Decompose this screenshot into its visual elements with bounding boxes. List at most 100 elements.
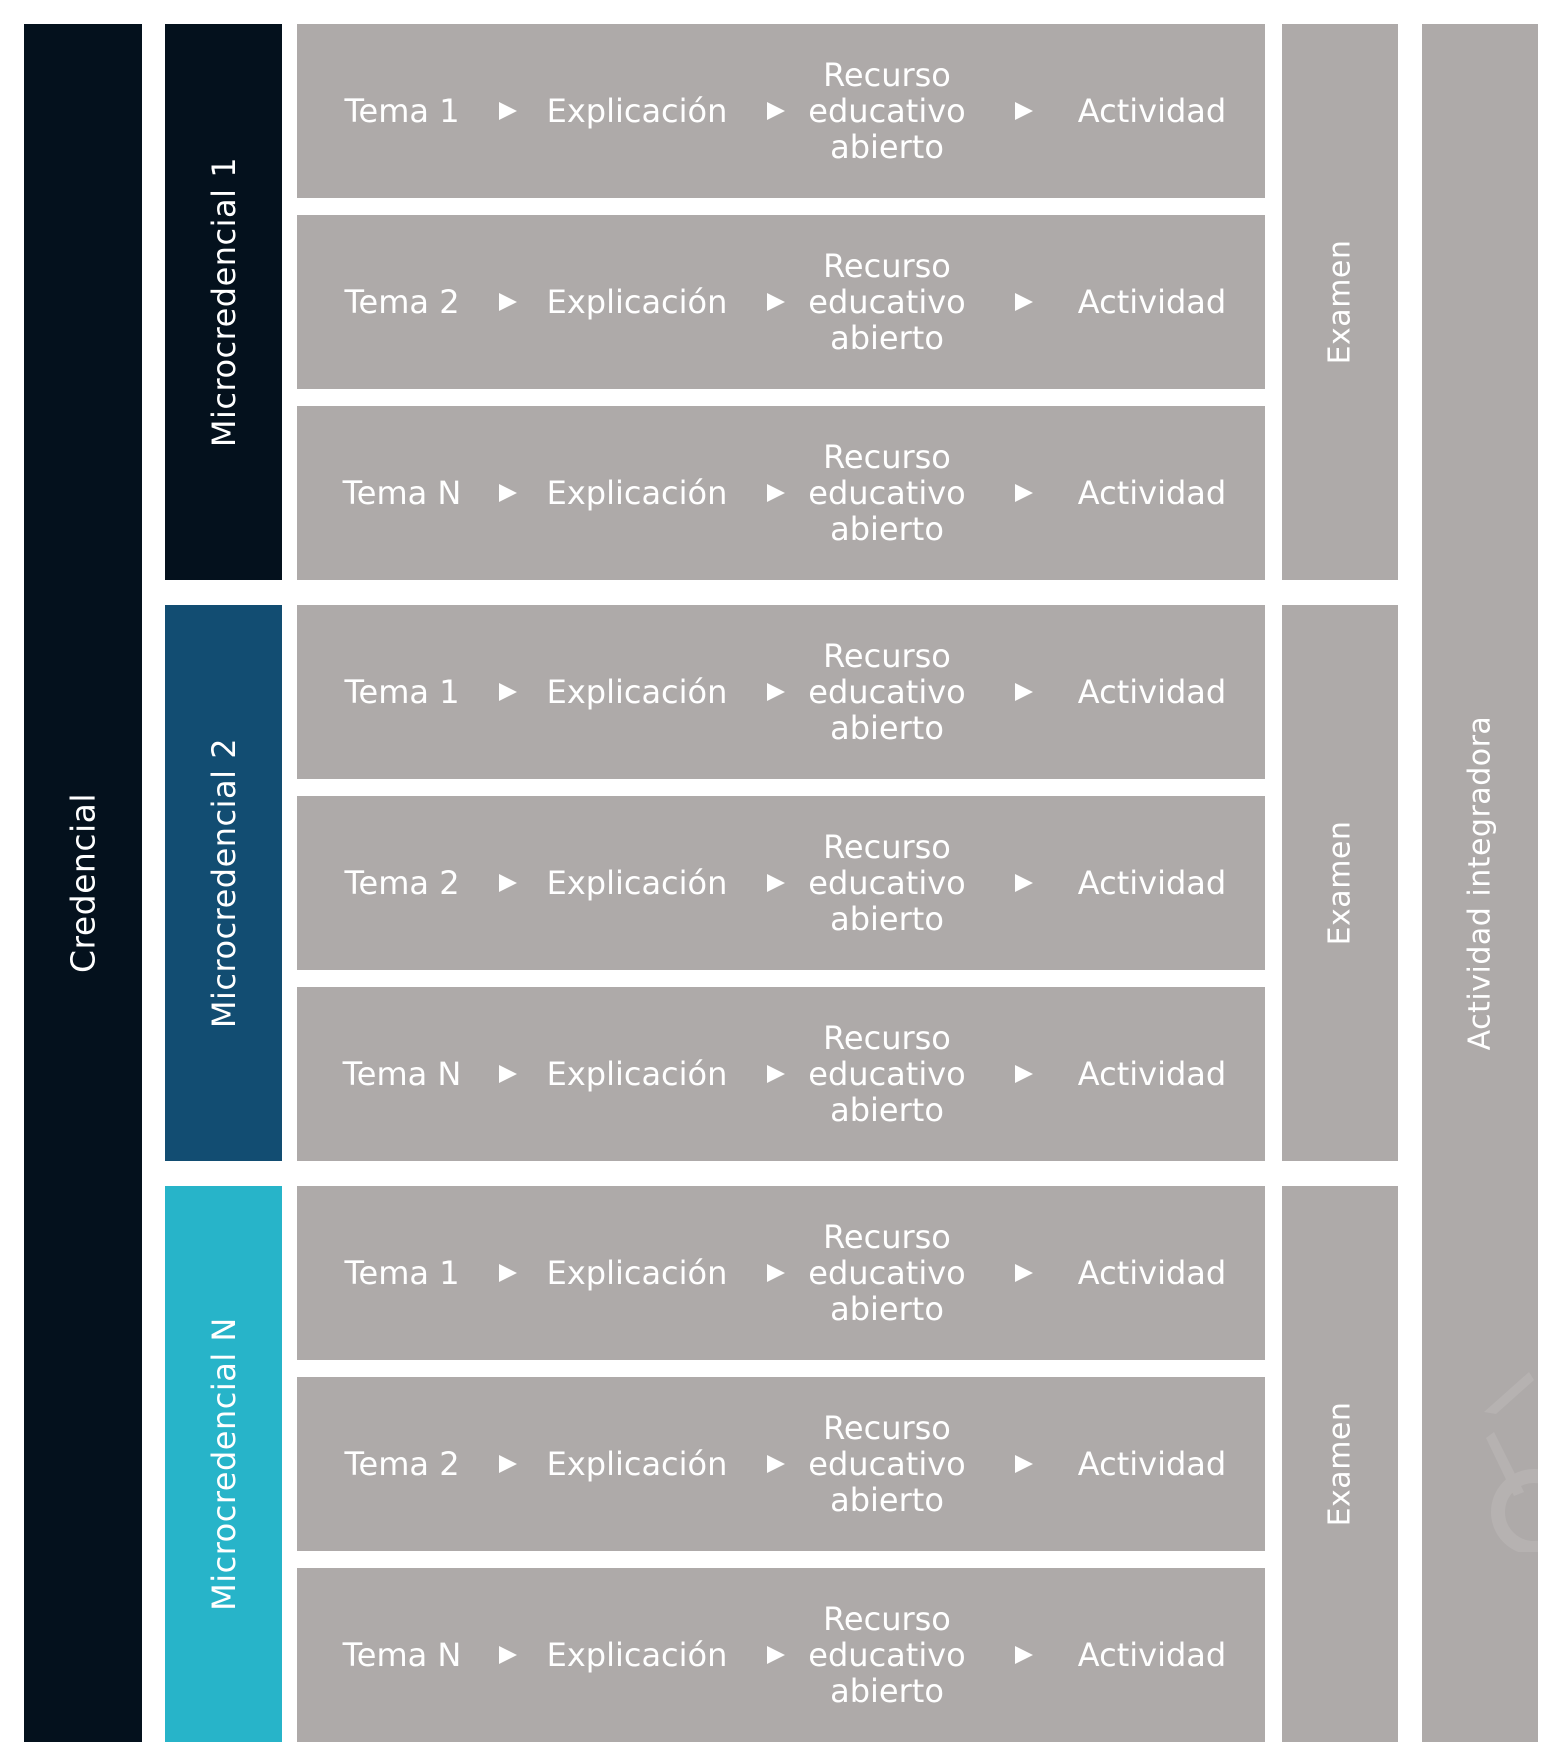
exam-label: Examen [1322,239,1358,365]
step-explanation: Explicación [546,92,728,130]
step-open-resource-line-1: Recurso [823,56,951,94]
exam-label: Examen [1322,820,1358,946]
step-open-resource-line-3: abierto [830,900,944,938]
step-open-resource-line-2: educativo [808,1055,966,1093]
exam-label: Examen [1322,1401,1358,1527]
topic-row: Tema 1 Explicación Recurso educativo abi… [297,1186,1297,1360]
topic-row: Tema 2 Explicación Recurso educativo abi… [297,796,1297,970]
step-activity: Actividad [1077,283,1227,321]
topic-row: Tema N Explicación Recurso educativo abi… [297,987,1297,1161]
step-activity: Actividad [1077,1445,1227,1483]
step-open-resource-line-1: Recurso [823,1019,951,1057]
step-open-resource: Recurso educativo abierto [802,829,972,937]
step-open-resource-line-3: abierto [830,1091,944,1129]
step-open-resource-line-1: Recurso [823,1218,951,1256]
arrow-right-icon [499,293,517,311]
credential-bar: Credencial [24,24,142,1742]
step-open-resource-line-3: abierto [830,1672,944,1710]
exam-column-1: Examen [1282,24,1398,580]
step-explanation: Explicación [546,474,728,512]
step-activity: Actividad [1077,864,1227,902]
topic-label: Tema N [342,1636,462,1674]
arrow-right-icon [767,874,785,892]
topic-row: Tema 1 Explicación Recurso educativo abi… [297,24,1297,198]
topic-label: Tema N [342,1055,462,1093]
step-open-resource: Recurso educativo abierto [802,1020,972,1128]
step-open-resource: Recurso educativo abierto [802,439,972,547]
topic-row: Tema 1 Explicación Recurso educativo abi… [297,605,1297,779]
step-open-resource-line-2: educativo [808,1445,966,1483]
topic-label: Tema 2 [344,1445,460,1483]
watermark-icon [1484,1372,1538,1552]
step-open-resource-line-3: abierto [830,709,944,747]
arrow-right-icon [767,1455,785,1473]
topic-label: Tema 1 [344,92,460,130]
integrating-activity-bar: Actividad integradora [1422,24,1538,1742]
arrow-right-icon [499,102,517,120]
arrow-right-icon [1015,293,1033,311]
topic-label: Tema 2 [344,864,460,902]
step-open-resource-line-1: Recurso [823,438,951,476]
step-explanation: Explicación [546,1055,728,1093]
step-open-resource-line-3: abierto [830,1481,944,1519]
microcredential-label: Microcredencial 1 [204,156,243,448]
step-open-resource-line-1: Recurso [823,247,951,285]
step-open-resource: Recurso educativo abierto [802,638,972,746]
step-open-resource-line-1: Recurso [823,828,951,866]
step-open-resource-line-2: educativo [808,283,966,321]
step-activity: Actividad [1077,92,1227,130]
arrow-right-icon [767,484,785,502]
arrow-right-icon [1015,874,1033,892]
step-activity: Actividad [1077,1055,1227,1093]
arrow-right-icon [499,1455,517,1473]
exam-column-n: Examen [1282,1186,1398,1742]
step-open-resource-line-2: educativo [808,1254,966,1292]
step-explanation: Explicación [546,1445,728,1483]
step-open-resource: Recurso educativo abierto [802,248,972,356]
arrow-right-icon [499,1065,517,1083]
microcredential-label: Microcredencial 2 [204,737,243,1029]
arrow-right-icon [1015,102,1033,120]
step-open-resource-line-2: educativo [808,1636,966,1674]
microcredential-bar-n: Microcredencial N [165,1186,282,1742]
step-explanation: Explicación [546,1636,728,1674]
step-open-resource: Recurso educativo abierto [802,57,972,165]
step-open-resource-line-3: abierto [830,128,944,166]
exam-column-2: Examen [1282,605,1398,1161]
arrow-right-icon [767,102,785,120]
microcredential-label: Microcredencial N [204,1317,243,1611]
arrow-right-icon [499,683,517,701]
step-explanation: Explicación [546,864,728,902]
arrow-right-icon [767,683,785,701]
arrow-right-icon [1015,1455,1033,1473]
integrating-activity-label: Actividad integradora [1462,715,1498,1051]
arrow-right-icon [499,1264,517,1282]
step-open-resource: Recurso educativo abierto [802,1601,972,1709]
topic-label: Tema 1 [344,673,460,711]
step-open-resource-line-2: educativo [808,92,966,130]
step-activity: Actividad [1077,1636,1227,1674]
step-activity: Actividad [1077,673,1227,711]
step-open-resource: Recurso educativo abierto [802,1410,972,1518]
credential-label: Credencial [63,792,103,974]
microcredential-bar-2: Microcredencial 2 [165,605,282,1161]
step-explanation: Explicación [546,1254,728,1292]
arrow-right-icon [499,874,517,892]
step-open-resource-line-2: educativo [808,864,966,902]
step-explanation: Explicación [546,673,728,711]
step-activity: Actividad [1077,474,1227,512]
topic-label: Tema 2 [344,283,460,321]
topic-row: Tema 2 Explicación Recurso educativo abi… [297,215,1297,389]
step-open-resource-line-1: Recurso [823,1600,951,1638]
arrow-right-icon [767,293,785,311]
step-open-resource-line-3: abierto [830,319,944,357]
topic-label: Tema 1 [344,1254,460,1292]
arrow-right-icon [1015,1264,1033,1282]
arrow-right-icon [1015,1065,1033,1083]
arrow-right-icon [767,1646,785,1664]
arrow-right-icon [1015,484,1033,502]
step-open-resource-line-1: Recurso [823,637,951,675]
step-open-resource-line-2: educativo [808,673,966,711]
step-open-resource-line-2: educativo [808,474,966,512]
topic-row: Tema N Explicación Recurso educativo abi… [297,1568,1297,1742]
